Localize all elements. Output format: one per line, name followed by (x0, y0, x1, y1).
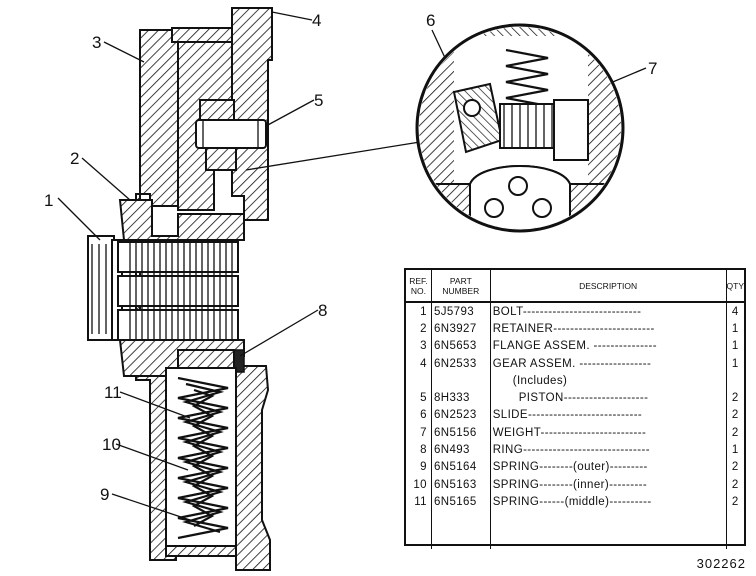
cell-ref-no: 4 (406, 354, 432, 373)
cell-ref-no: 5 (406, 389, 432, 407)
cell-description: BOLT---------------------------- (490, 302, 727, 321)
callout-5: 5 (314, 91, 323, 110)
cell-ref-no: 2 (406, 320, 432, 338)
cell-part-number: 6N5163 (431, 475, 491, 494)
cell-description: SPRING--------(outer)--------- (490, 458, 727, 476)
cell-part-number: 6N5156 (431, 424, 491, 442)
table-header-row: REF. NO. PART NUMBER DESCRIPTION QTY (406, 270, 744, 303)
callout-8: 8 (318, 301, 327, 320)
cell-part-number (431, 372, 491, 390)
piston (195, 119, 267, 149)
callout-3: 3 (92, 33, 101, 52)
cell-part-number: 6N3927 (431, 320, 491, 338)
callout-7: 7 (648, 59, 657, 78)
cell-description: PISTON-------------------- (490, 389, 727, 407)
cell-qty: 1 (731, 340, 739, 353)
table-filler-row (406, 510, 744, 549)
cell-part-number: 6N2523 (431, 406, 491, 425)
cell-qty: 2 (731, 461, 739, 474)
spring-stack (165, 367, 237, 557)
empty-cell (431, 510, 491, 549)
header-ref-no: REF. NO. (406, 270, 432, 303)
cell-ref-no: 6 (406, 406, 432, 425)
piston-bore-lower (205, 147, 237, 171)
cell-ref-no: 11 (406, 493, 432, 511)
callout-9: 9 (100, 485, 109, 504)
cell-qty: 1 (731, 322, 739, 335)
cell-description: SLIDE--------------------------- (490, 406, 727, 425)
cell-qty: 2 (731, 426, 739, 439)
cell-qty: 2 (731, 478, 739, 491)
gear-housing-lower (235, 365, 271, 571)
cell-part-number: 6N5164 (431, 458, 491, 476)
retainer-hub (118, 199, 245, 241)
bolt-heads (87, 235, 123, 341)
cell-ref-no: 3 (406, 337, 432, 355)
cell-description: (Includes) (490, 372, 727, 390)
cell-description: WEIGHT------------------------- (490, 424, 727, 442)
cell-description: FLANGE ASSEM. --------------- (490, 337, 727, 355)
empty-cell (490, 510, 727, 549)
cell-description: RING------------------------------ (490, 441, 727, 459)
cell-part-number: 6N2533 (431, 354, 491, 373)
empty-cell (726, 511, 744, 549)
cell-description: SPRING------(middle)---------- (490, 493, 727, 511)
callout-2: 2 (70, 149, 79, 168)
header-description: DESCRIPTION (490, 270, 727, 303)
cell-part-number: 6N5165 (431, 493, 491, 511)
cell-part-number: 8H333 (431, 389, 491, 407)
cell-qty: 4 (731, 305, 739, 318)
cell-qty: 1 (731, 444, 739, 457)
cell-ref-no: 10 (406, 475, 432, 494)
callout-6: 6 (426, 11, 435, 30)
cell-description: GEAR ASSEM. ----------------- (490, 354, 727, 373)
cell-qty: 2 (731, 495, 739, 508)
cell-qty: 2 (731, 392, 739, 405)
cell-part-number: 6N493 (431, 441, 491, 459)
cell-ref-no: 7 (406, 424, 432, 442)
cell-part-number: 5J5793 (431, 302, 491, 321)
header-part-number: PART NUMBER (431, 270, 491, 303)
figure-number: 302262 (696, 556, 746, 571)
callout-4: 4 (312, 11, 321, 30)
callout-10: 10 (102, 435, 121, 454)
cell-qty: 2 (731, 409, 739, 422)
cell-ref-no: 9 (406, 458, 432, 476)
cell-qty: 1 (731, 357, 739, 370)
top-cap (171, 27, 235, 43)
piston-bore (199, 99, 235, 121)
detail-view (415, 23, 625, 233)
cell-part-number: 6N5653 (431, 337, 491, 355)
slide-block-lower (177, 349, 235, 369)
cell-ref-no: 1 (406, 302, 432, 321)
header-qty: QTY (726, 270, 744, 303)
cell-ref-no: 8 (406, 441, 432, 459)
cell-description: SPRING--------(inner)--------- (490, 475, 727, 494)
cell-qty (726, 372, 744, 389)
gear-housing (231, 7, 273, 221)
callout-1: 1 (44, 191, 53, 210)
bolt-shanks (117, 241, 239, 341)
empty-cell (406, 510, 432, 549)
table-row: (Includes) (406, 372, 744, 390)
cell-description: RETAINER------------------------ (490, 320, 727, 338)
cell-ref-no (406, 372, 432, 390)
callout-11: 11 (104, 383, 122, 402)
